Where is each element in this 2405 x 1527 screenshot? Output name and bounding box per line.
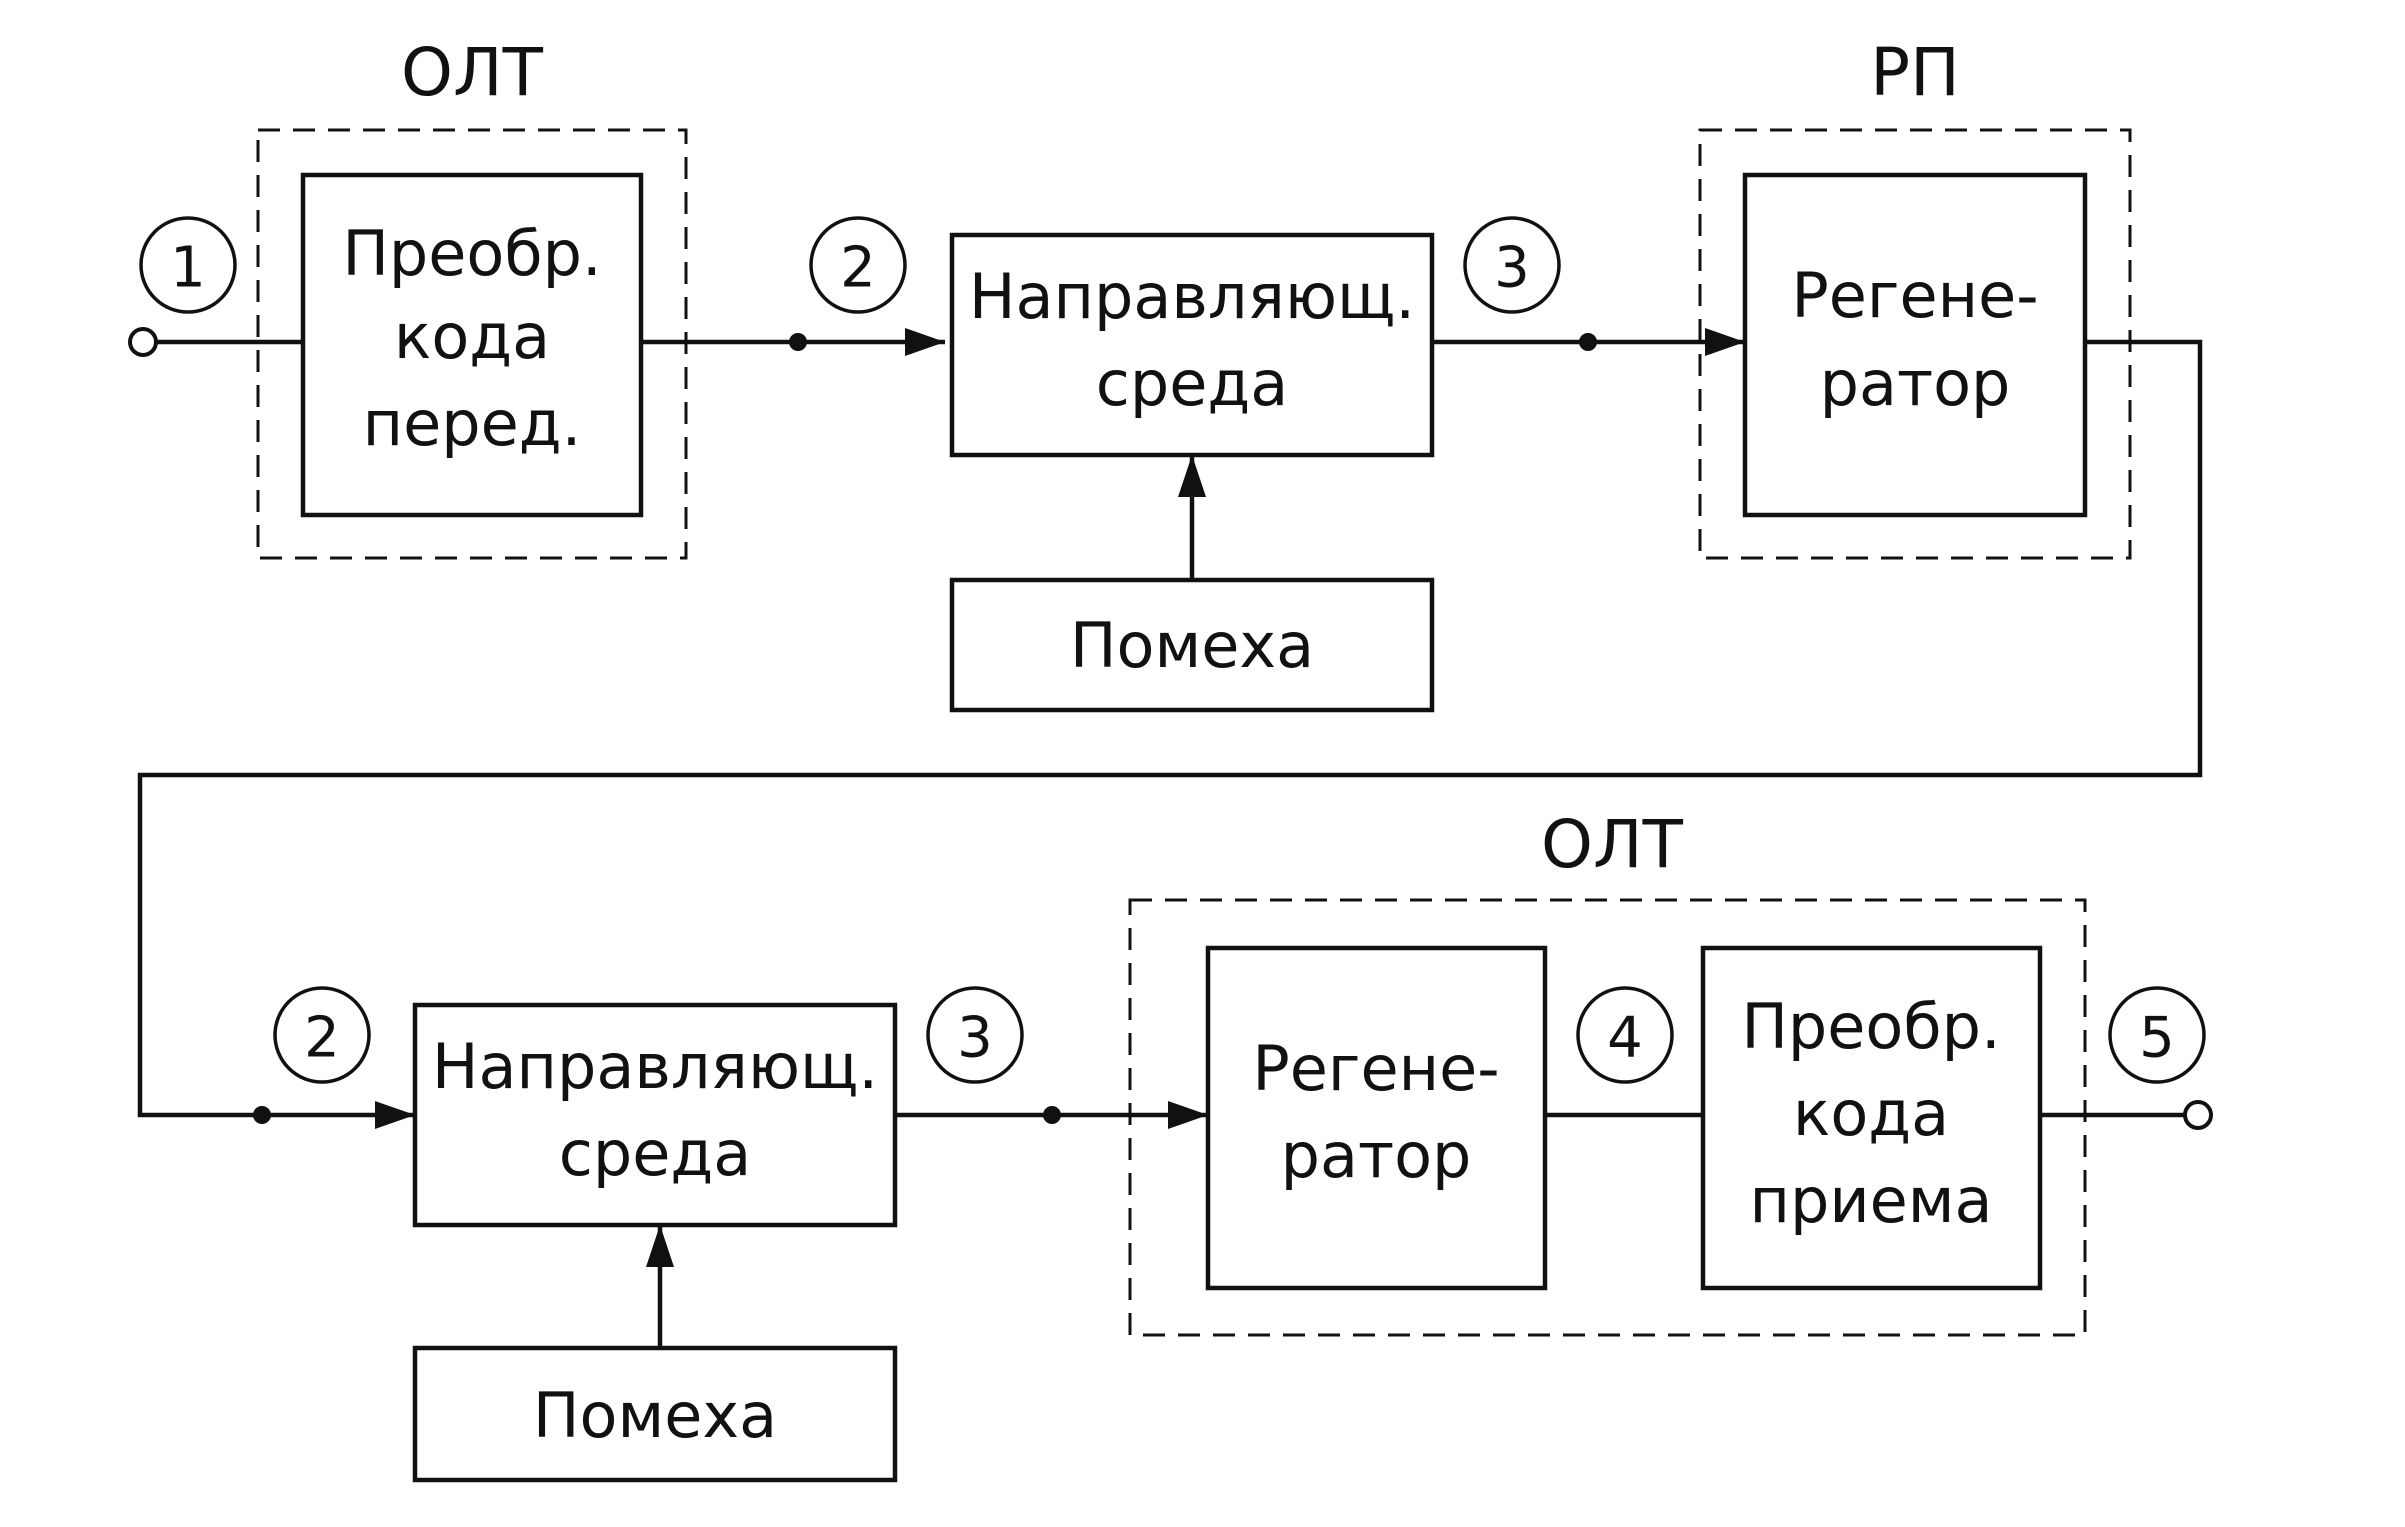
- point-number: 4: [1607, 1006, 1643, 1071]
- junction-dot: [1579, 333, 1597, 351]
- block-line: Преобр.: [1741, 990, 2000, 1063]
- olt-top-label: ОЛТ: [401, 34, 544, 111]
- guiding-medium-block-bottom: Направляющ. среда: [412, 1002, 898, 1228]
- block-line: ратор: [1281, 1119, 1472, 1192]
- output-terminal: [2183, 1100, 2213, 1130]
- point-marker-4: 4: [1576, 986, 1674, 1084]
- block-line: кода: [1793, 1077, 1949, 1150]
- input-terminal: [128, 327, 158, 357]
- point-marker-2-top: 2: [809, 216, 907, 314]
- rp-label: РП: [1870, 34, 1959, 111]
- block-line: кода: [394, 300, 550, 373]
- junction-dot: [789, 333, 807, 351]
- olt-bottom-label: ОЛТ: [1541, 806, 1684, 883]
- point-number: 3: [1494, 236, 1530, 301]
- block-line: ратор: [1820, 347, 2011, 420]
- block-line: Помеха: [533, 1379, 777, 1452]
- block-line: среда: [1096, 347, 1288, 420]
- point-number: 1: [170, 236, 206, 301]
- point-number: 2: [840, 236, 876, 301]
- tx-code-converter-block: Преобр. кода перед.: [300, 172, 644, 518]
- block-line: приема: [1749, 1164, 1992, 1237]
- block-line: среда: [559, 1117, 751, 1190]
- arrow-into-medium-bottom: [375, 1101, 415, 1129]
- block-line: Регене-: [1252, 1032, 1499, 1105]
- noise-block-top: Помеха: [949, 577, 1435, 713]
- noise-block-bottom: Помеха: [412, 1345, 898, 1483]
- block-line: Преобр.: [342, 217, 601, 290]
- arrow-noise-into-medium-bottom: [646, 1225, 674, 1267]
- point-marker-3-bottom: 3: [926, 986, 1024, 1084]
- guiding-medium-block-top: Направляющ. среда: [949, 232, 1435, 458]
- block-line: Помеха: [1070, 609, 1314, 682]
- regenerator-block-olt: Регене- ратор: [1205, 945, 1548, 1291]
- junction-dot: [253, 1106, 271, 1124]
- rx-code-converter-block: Преобр. кода приема: [1700, 945, 2043, 1291]
- block-line: перед.: [363, 387, 582, 460]
- point-marker-2-bottom: 2: [273, 986, 371, 1084]
- point-number: 2: [304, 1006, 340, 1071]
- point-number: 5: [2139, 1006, 2175, 1071]
- arrow-noise-into-medium-top: [1178, 455, 1206, 497]
- point-marker-5: 5: [2108, 986, 2206, 1084]
- point-marker-1: 1: [139, 216, 237, 314]
- junction-dot: [1043, 1106, 1061, 1124]
- arrow-into-regenerator-olt: [1168, 1101, 1208, 1129]
- wire-return-path: [137, 339, 2203, 1118]
- regenerator-block-rp: Регене- ратор: [1742, 172, 2088, 518]
- block-line: Направляющ.: [969, 260, 1415, 333]
- block-line: Регене-: [1791, 259, 2038, 332]
- arrow-into-regenerator-rp: [1705, 328, 1745, 356]
- arrow-into-medium-top: [905, 328, 945, 356]
- point-marker-3-top: 3: [1463, 216, 1561, 314]
- point-number: 3: [957, 1006, 993, 1071]
- olt-bottom-frame: [1128, 898, 2087, 1337]
- block-line: Направляющ.: [432, 1030, 878, 1103]
